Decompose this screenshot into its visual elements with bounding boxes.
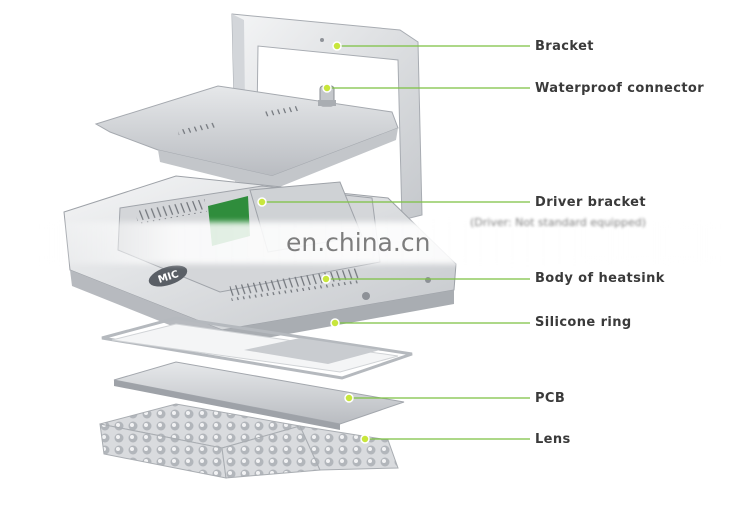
- top-cover-part: [94, 85, 399, 190]
- leader-dots: [257, 41, 370, 444]
- label-silicone-ring: Silicone ring: [535, 315, 632, 330]
- leader-lines: [262, 45, 530, 440]
- driver-note: (Driver: Not standard equipped): [470, 216, 646, 229]
- label-pcb: PCB: [535, 391, 566, 406]
- pcb-part: [113, 361, 405, 430]
- label-bracket: Bracket: [535, 39, 594, 54]
- watermark-band: [40, 222, 720, 264]
- lens-part: [99, 403, 399, 479]
- label-body-of-heatsink: Body of heatsink: [535, 271, 665, 286]
- mic-badge: MIC: [148, 265, 188, 287]
- label-driver-bracket: Driver bracket: [535, 195, 647, 210]
- heatsink-body-part: MIC: [63, 175, 457, 346]
- silicone-ring-part: [101, 316, 413, 380]
- label-waterproof-connector: Waterproof connector: [535, 81, 705, 96]
- watermark-text: en.china.cn: [286, 228, 431, 257]
- label-lens: Lens: [535, 432, 571, 447]
